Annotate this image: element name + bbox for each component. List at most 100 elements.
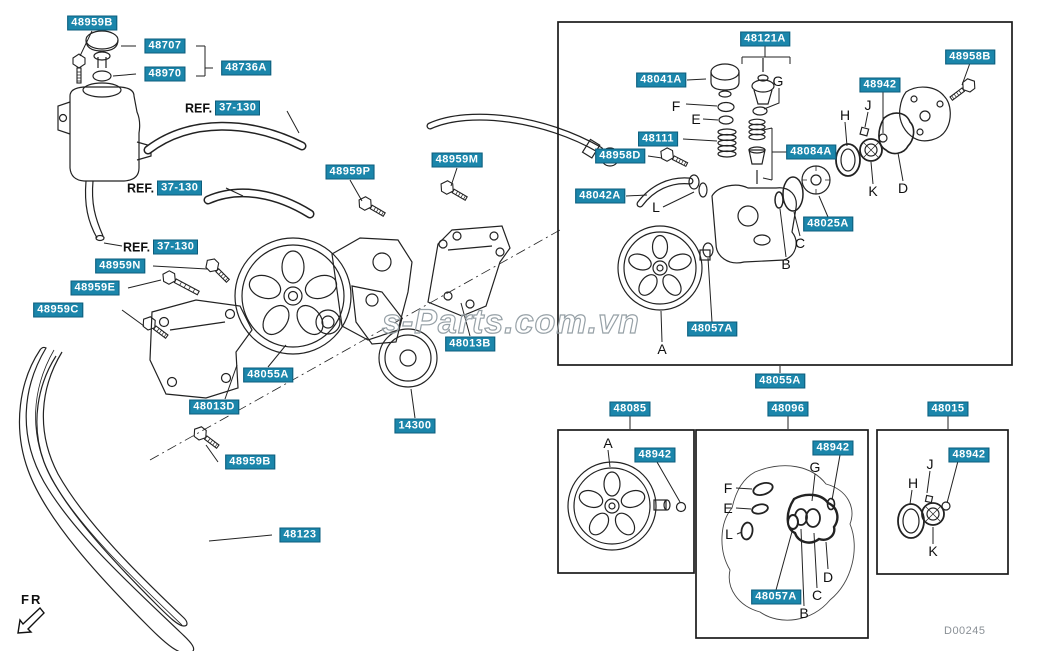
- idler-hub: [321, 315, 335, 329]
- rear-cover: [899, 86, 951, 142]
- ref-part-link[interactable]: 37-130: [157, 180, 203, 196]
- projection-line: [149, 229, 561, 461]
- callout-letter-h: H: [839, 107, 851, 123]
- part-label-48942[interactable]: 48942: [948, 447, 990, 463]
- part-label-48085[interactable]: 48085: [609, 401, 651, 417]
- ref-label: REF.37-130: [123, 239, 199, 255]
- callout-letter-g: G: [809, 459, 821, 475]
- ref-part-link[interactable]: 37-130: [215, 100, 261, 116]
- detail-box-48015: [876, 429, 1009, 575]
- fr-direction-arrow: [17, 606, 45, 634]
- hose-middle: [203, 188, 315, 219]
- ref-label: REF.37-130: [185, 100, 261, 116]
- bracket-left: [149, 299, 253, 399]
- part-label-48959m[interactable]: 48959M: [431, 152, 483, 168]
- part-label-48942[interactable]: 48942: [812, 440, 854, 456]
- reservoir-tank: [57, 82, 152, 242]
- part-label-48042a[interactable]: 48042A: [575, 188, 625, 204]
- part-label-48057a[interactable]: 48057A: [751, 589, 801, 605]
- part-label-48942[interactable]: 48942: [859, 77, 901, 93]
- long-bolt: [162, 270, 200, 296]
- detail-box-48096: [695, 429, 869, 639]
- callout-letter-b: B: [781, 256, 791, 272]
- part-label-48057a[interactable]: 48057A: [687, 321, 737, 337]
- figure-code: D00245: [944, 625, 986, 637]
- bearing-kit-box: [897, 494, 951, 539]
- pump-body: [331, 237, 413, 341]
- suction-elbow: [636, 174, 708, 208]
- drive-belt: [18, 346, 195, 651]
- callout-letter-j: J: [864, 97, 872, 113]
- callout-letter-e: E: [691, 111, 701, 127]
- callout-letter-j: J: [926, 456, 934, 472]
- callout-letter-a: A: [603, 435, 613, 451]
- part-label-14300[interactable]: 14300: [394, 418, 436, 434]
- spring-2: [748, 118, 766, 141]
- part-label-48959b[interactable]: 48959B: [67, 15, 117, 31]
- ref-label: REF.37-130: [127, 180, 203, 196]
- part-label-48959b[interactable]: 48959B: [225, 454, 275, 470]
- ref-part-link[interactable]: 37-130: [153, 239, 199, 255]
- callout-letter-c: C: [811, 587, 823, 603]
- part-label-48121a[interactable]: 48121A: [740, 31, 790, 47]
- part-label-48055a[interactable]: 48055A: [755, 373, 805, 389]
- detail-box-48085: [557, 429, 695, 574]
- ref-prefix: REF.: [127, 181, 155, 195]
- ref-prefix: REF.: [123, 240, 151, 254]
- part-label-48707[interactable]: 48707: [144, 38, 186, 54]
- detail-boxes: [557, 21, 1013, 639]
- part-label-48096[interactable]: 48096: [767, 401, 809, 417]
- pulley-main: [234, 237, 352, 355]
- part-label-48123[interactable]: 48123: [279, 527, 321, 543]
- main-assembly: [18, 30, 620, 651]
- part-label-48055a[interactable]: 48055A: [243, 367, 293, 383]
- part-label-48970[interactable]: 48970: [144, 66, 186, 82]
- tensioner: [351, 285, 438, 388]
- callout-letter-g: G: [772, 73, 784, 89]
- callout-letter-e: E: [723, 500, 733, 516]
- part-label-48959n[interactable]: 48959N: [95, 258, 145, 274]
- pulley-exploded: [617, 225, 714, 311]
- part-label-48041a[interactable]: 48041A: [636, 72, 686, 88]
- callout-letter-f: F: [671, 98, 681, 114]
- detail-box-exploded: [557, 21, 1013, 366]
- part-label-48942[interactable]: 48942: [634, 447, 676, 463]
- callout-letter-b: B: [799, 605, 809, 621]
- callout-letter-d: D: [822, 569, 834, 585]
- part-label-48736a[interactable]: 48736A: [221, 60, 271, 76]
- callout-letter-h: H: [907, 475, 919, 491]
- part-label-48013b[interactable]: 48013B: [445, 336, 495, 352]
- callout-letter-a: A: [657, 341, 667, 357]
- part-label-48959e[interactable]: 48959E: [70, 280, 120, 296]
- hose-upper: [143, 121, 307, 155]
- fr-label: FR: [21, 592, 43, 607]
- callout-letter-c: C: [794, 235, 806, 251]
- part-label-48959c[interactable]: 48959C: [33, 302, 83, 318]
- part-label-48015[interactable]: 48015: [927, 401, 969, 417]
- pump-housing: [711, 184, 797, 264]
- bracket-right: [427, 225, 511, 317]
- seal-kit-box: [721, 465, 855, 621]
- callout-letter-l: L: [652, 199, 660, 215]
- part-label-48013d[interactable]: 48013D: [189, 399, 239, 415]
- part-label-48084a[interactable]: 48084A: [786, 144, 836, 160]
- leader-lines: [79, 30, 971, 607]
- callout-letter-d: D: [897, 180, 909, 196]
- reservoir-cap: [85, 30, 119, 82]
- part-label-48958d[interactable]: 48958D: [595, 148, 645, 164]
- part-label-48025a[interactable]: 48025A: [803, 216, 853, 232]
- part-label-48958b[interactable]: 48958B: [945, 49, 995, 65]
- callout-letter-f: F: [723, 480, 733, 496]
- exploded-pump: [617, 58, 979, 311]
- callout-letter-k: K: [928, 543, 938, 559]
- part-label-48111[interactable]: 48111: [638, 131, 678, 147]
- part-label-48959p[interactable]: 48959P: [325, 164, 375, 180]
- callout-letter-k: K: [868, 183, 878, 199]
- ref-prefix: REF.: [185, 101, 213, 115]
- pulley-detail-box: [567, 461, 687, 551]
- spring-48111: [717, 128, 737, 158]
- callout-letter-l: L: [725, 526, 733, 542]
